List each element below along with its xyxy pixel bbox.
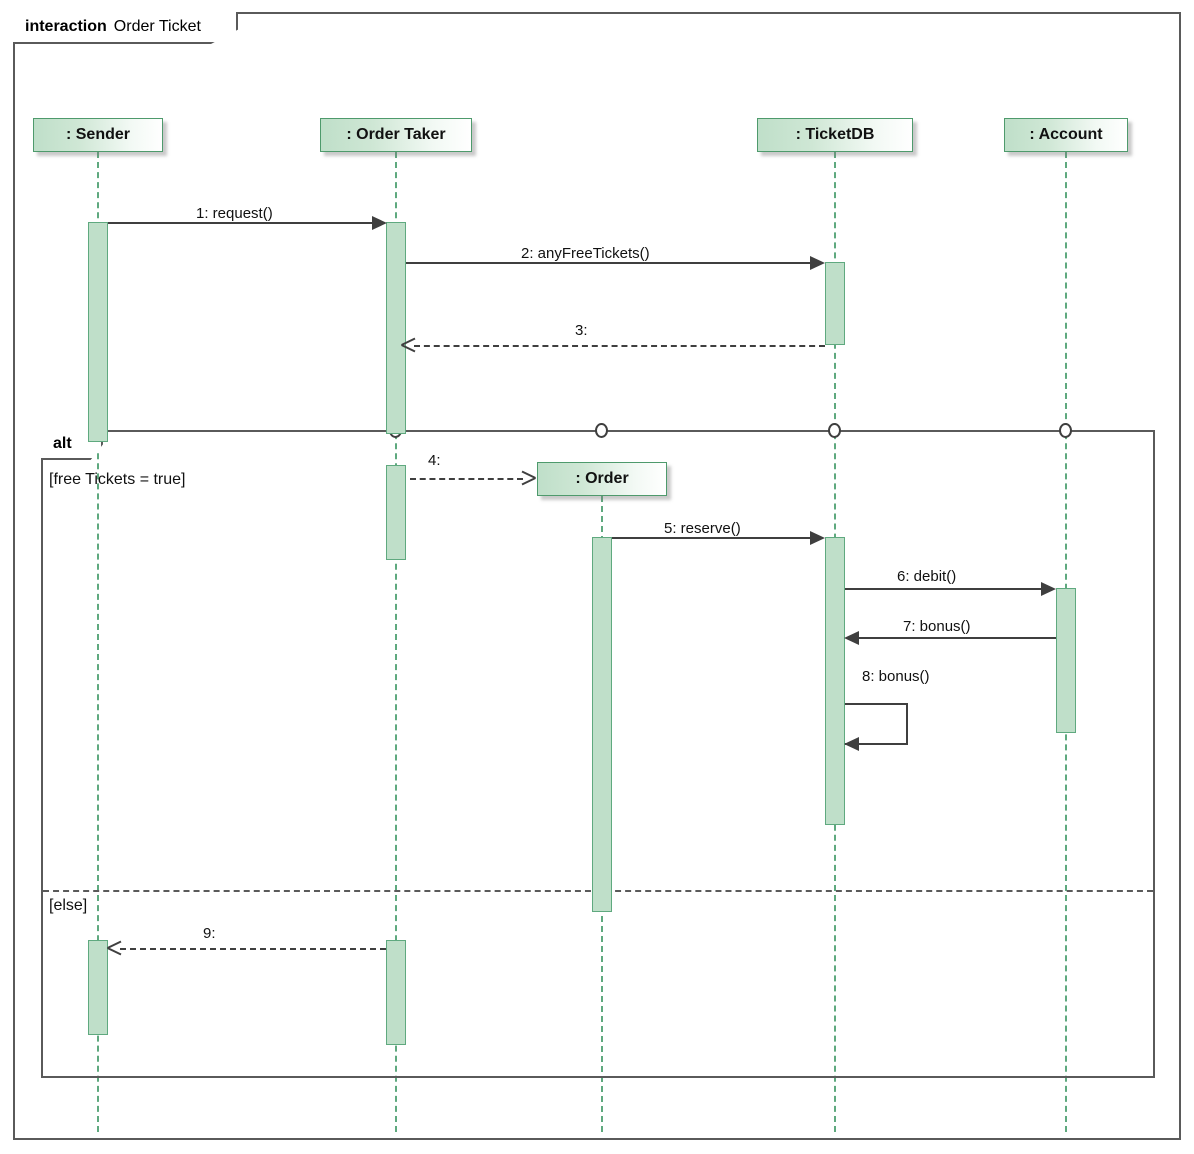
lifeline-crossing-dot-account: [1059, 423, 1072, 438]
lifeline-crossing-dot-order: [595, 423, 608, 438]
message-arrowhead-5: [810, 531, 825, 545]
activation-account-1: [1056, 588, 1076, 733]
message-line-7[interactable]: [859, 637, 1056, 639]
activation-ticketdb-2: [825, 537, 845, 825]
message-line-3[interactable]: [414, 345, 825, 347]
activation-order-1: [592, 537, 612, 912]
lifeline-label-account: : Account: [1029, 126, 1103, 143]
activation-sender-2: [88, 940, 108, 1035]
message-arrowhead-3: [401, 337, 416, 353]
lifeline-label-ticketdb: : TicketDB: [795, 126, 875, 143]
message-arrowhead-7: [844, 631, 859, 645]
message-arrowhead-4: [521, 470, 536, 486]
message-label-8: 8: bonus(): [862, 668, 930, 685]
lifeline-crossing-dot-ticketdb: [828, 423, 841, 438]
message-label-6: 6: debit(): [897, 568, 957, 585]
lifeline-label-order: : Order: [575, 470, 629, 487]
lifeline-label-order-taker: : Order Taker: [346, 126, 446, 143]
message-line-5[interactable]: [612, 537, 811, 539]
message-label-5: 5: reserve(): [664, 520, 741, 537]
message-label-1: 1: request(): [196, 205, 273, 222]
lifeline-head-order-taker[interactable]: : Order Taker: [320, 118, 472, 152]
alt-guard-2: [else]: [49, 897, 88, 914]
lifeline-line-sender: [97, 152, 99, 1132]
frame-name-tag: interaction Order Ticket: [13, 12, 238, 44]
activation-order-taker-2: [386, 465, 406, 560]
message-line-9[interactable]: [120, 948, 386, 950]
activation-sender-1: [88, 222, 108, 442]
lifeline-head-ticketdb[interactable]: : TicketDB: [757, 118, 913, 152]
message-line-2[interactable]: [406, 262, 811, 264]
message-line-1[interactable]: [108, 222, 375, 224]
lifeline-label-sender: : Sender: [65, 126, 130, 143]
message-arrowhead-2: [810, 256, 825, 270]
message-self-loop-8[interactable]: [845, 703, 908, 745]
message-line-4[interactable]: [410, 478, 523, 480]
lifeline-head-sender[interactable]: : Sender: [33, 118, 163, 152]
message-line-6[interactable]: [845, 588, 1042, 590]
message-label-2: 2: anyFreeTickets(): [521, 245, 650, 262]
lifeline-head-order[interactable]: : Order: [537, 462, 667, 496]
activation-order-taker-3: [386, 940, 406, 1045]
message-arrowhead-6: [1041, 582, 1056, 596]
message-label-4: 4:: [428, 452, 441, 469]
lifeline-head-account[interactable]: : Account: [1004, 118, 1128, 152]
activation-ticketdb-1: [825, 262, 845, 345]
message-label-3: 3:: [575, 322, 588, 339]
message-arrowhead-8: [844, 737, 859, 751]
activation-order-taker-1: [386, 222, 406, 434]
alt-guard-1: [free Tickets = true]: [49, 471, 186, 488]
frame-keyword: interaction: [25, 18, 107, 35]
message-label-9: 9:: [203, 925, 216, 942]
message-label-7: 7: bonus(): [903, 618, 971, 635]
alt-operator-label: alt: [53, 435, 72, 452]
message-arrowhead-9: [107, 940, 122, 956]
lifeline-line-order-taker: [395, 152, 397, 1132]
frame-name: Order Ticket: [113, 18, 201, 35]
message-arrowhead-1: [372, 216, 387, 230]
